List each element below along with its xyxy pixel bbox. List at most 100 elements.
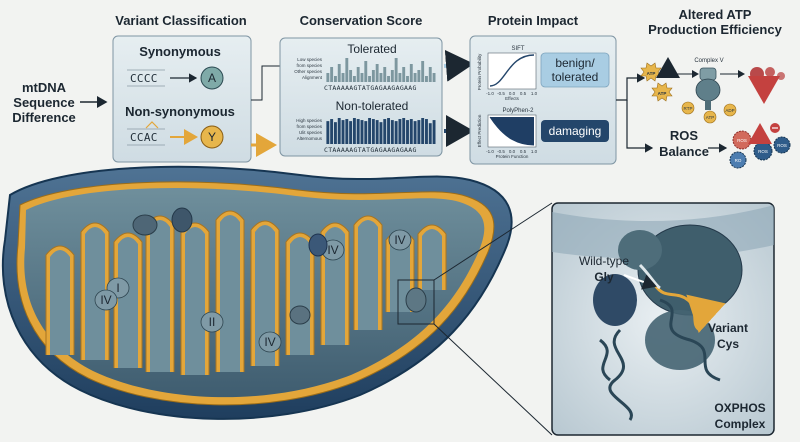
polyphen-xlabel: Protein Function	[496, 154, 529, 159]
nontolerated-bar	[383, 119, 387, 144]
nontolerated-bar	[428, 123, 432, 144]
amino-acid-a	[200, 66, 224, 90]
ros-title-2: Balance	[659, 144, 709, 159]
input-line-2: Sequence	[13, 95, 74, 110]
complex-blob	[388, 229, 412, 251]
nontolerated-bar	[406, 120, 409, 144]
tolerated-row-4: Alignment	[302, 75, 323, 80]
polyphen-ylabel: Effect Prediction	[477, 114, 482, 147]
axis-tick: 1.0	[531, 91, 538, 96]
nontolerated-row-2: from species	[296, 124, 322, 129]
crista-matrix	[220, 215, 240, 372]
nontolerated-bar	[326, 121, 330, 144]
axis-tick: -1.0	[486, 91, 494, 96]
axis-tick: 0.0	[509, 149, 516, 154]
oxphos-label-1: OXPHOS	[714, 401, 765, 415]
amino-acid-a-label: A	[208, 71, 216, 85]
nontolerated-bar	[352, 118, 356, 144]
atp-title-1: Altered ATP	[679, 7, 752, 22]
damaging-label: damaging	[549, 124, 602, 138]
tolerated-bar	[326, 73, 330, 82]
atp-panel: Altered ATP Production Efficiency Comple…	[640, 7, 785, 124]
impact-panel-title: Protein Impact	[488, 13, 579, 28]
nontolerated-bar	[413, 121, 417, 144]
axis-tick: 1.0	[531, 149, 538, 154]
nontolerated-bar	[333, 122, 337, 144]
atp-badge-1: ATP	[647, 71, 656, 76]
complex-label: IV	[264, 335, 275, 349]
nontolerated-bar	[341, 120, 345, 144]
nontolerated-row-4: Alternomous	[297, 136, 323, 141]
tolerated-bar	[345, 58, 349, 82]
tolerated-bar	[360, 73, 364, 82]
variant-connectors	[251, 65, 280, 157]
tolerated-bar	[402, 67, 406, 82]
complex-label: I	[116, 281, 119, 295]
impact-connectors	[616, 73, 654, 153]
crista-matrix	[358, 220, 378, 330]
crista-matrix	[185, 227, 205, 375]
sift-ticks: -1.0-0.5 0.0 0.5 1.0	[486, 91, 538, 96]
nontolerated-bar	[421, 118, 425, 144]
tolerated-sequence: CTAAAAAGTATGAGAAGAGAAG	[324, 84, 417, 92]
nontolerated-sequence: CTAAAAAGTATGAGAAGAGAAG	[324, 146, 417, 154]
input-label: mtDNA Sequence Difference	[12, 80, 108, 125]
nontolerated-bar	[371, 119, 375, 144]
tolerated-bar	[330, 67, 334, 82]
oxphos-zoom-panel: Wild-type Gly Variant Cys OXPHOS Complex	[551, 202, 775, 436]
nontolerated-bar	[394, 121, 398, 144]
axis-tick: 0.0	[509, 91, 516, 96]
nontolerated-row-3: Ulit species	[299, 130, 323, 135]
axis-tick: -0.5	[497, 149, 505, 154]
nontolerated-row-1: High species	[296, 118, 323, 123]
tolerated-bar	[352, 76, 356, 82]
atp-title-2: Production Efficiency	[648, 22, 782, 37]
nontolerated-bar	[330, 119, 334, 144]
complex-label: IV	[327, 243, 338, 257]
tolerated-bar	[413, 73, 417, 82]
amino-acid-y	[200, 125, 224, 149]
sift-title: SIFT	[512, 46, 525, 52]
crista-matrix	[150, 220, 170, 372]
nontolerated-bar	[375, 120, 379, 144]
tolerated-bar	[383, 67, 387, 82]
conservation-panel: Conservation Score Tolerated Low species…	[279, 13, 443, 157]
tolerated-bar	[421, 61, 425, 82]
tolerated-arrow	[443, 49, 474, 82]
nontolerated-bars	[326, 118, 436, 144]
complex-label: II	[209, 315, 216, 329]
nontolerated-bar	[425, 119, 428, 144]
axis-tick: 0.5	[520, 91, 527, 96]
nontolerated-bar	[417, 120, 421, 144]
rtp-badge: RTP	[684, 106, 693, 111]
variant-label-1: Variant	[708, 321, 748, 335]
axis-tick: -0.5	[497, 91, 505, 96]
nontolerated-bar	[398, 119, 402, 144]
polyphen-title: PolyPhen-2	[502, 108, 534, 114]
nontolerated-label: Non-tolerated	[336, 99, 409, 113]
nontolerated-bar	[368, 118, 372, 144]
conservation-panel-title: Conservation Score	[300, 13, 423, 28]
variant-label-2: Cys	[717, 337, 739, 351]
damaging-badge	[541, 120, 609, 142]
benign-label-2: tolerated	[552, 70, 599, 84]
tolerated-row-2: from species	[296, 63, 322, 68]
atp-badge-2: ATP	[658, 91, 667, 96]
ros-badge-4: ROS	[777, 143, 787, 148]
tolerated-bar	[406, 76, 409, 82]
tolerated-bar	[390, 70, 394, 82]
atp-badge-3: ATP	[706, 115, 714, 120]
tolerated-bar	[387, 76, 390, 82]
input-line-3: Difference	[12, 110, 76, 125]
tolerated-bar	[349, 70, 353, 82]
tolerated-bar	[428, 67, 432, 82]
nonsyn-codon: CCAC	[130, 131, 158, 144]
complex-v-label: Complex V	[694, 58, 723, 64]
complex-blob	[200, 311, 224, 333]
adp-badge: ADP	[725, 108, 734, 113]
tolerated-bar	[417, 70, 421, 82]
crista-matrix	[422, 229, 442, 290]
complex-blob	[258, 331, 282, 353]
